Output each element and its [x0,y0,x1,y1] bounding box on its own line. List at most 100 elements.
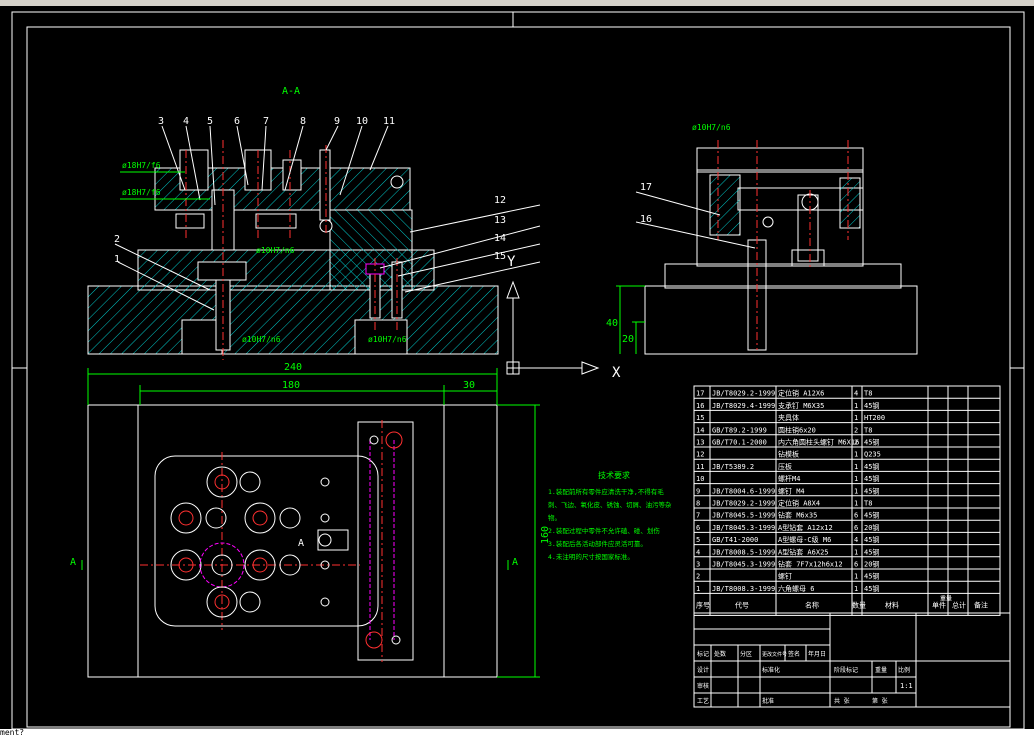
bom-cell: 螺杆M4 [778,474,800,483]
part-label-16: 16 [640,214,652,225]
bom-cell: HT200 [864,414,885,422]
title-label-std: 标准化 [762,666,780,674]
view-mark-a-center: A [298,538,304,549]
part-label-1: 1 [114,254,120,265]
title-bar [0,0,1034,6]
bom-cell: JB/T8045.5-1999 [712,512,775,520]
bom-cell: 1 [854,451,858,459]
bom-cell: T8 [864,500,872,508]
bom-cell: 11 [696,463,704,471]
bom-cell: 20钢 [864,560,879,569]
bom-cell: JB/T8029.2-1999 [712,500,775,508]
bom-header-cell: 代号 [735,600,749,609]
bom-cell: T8 [864,390,872,398]
bom-cell: 8 [696,500,700,508]
cad-drawing-canvas[interactable]: A-A [0,6,1034,729]
title-label-design: 设计 [697,666,709,674]
bom-cell: 钻模板 [778,450,799,459]
bom-cell: 3 [696,561,700,569]
title-label-mark: 标记 [697,650,709,658]
bom-cell: 压板 [778,462,792,471]
bom-cell: 定位销 A12X6 [778,389,824,398]
fit-annotation-4: ø10H7/n6 [242,335,281,344]
part-label-17: 17 [640,182,652,193]
command-line[interactable]: ment? [0,729,1034,737]
bom-cell: 螺钉 [778,572,792,581]
base-plate [87,285,499,355]
part-label-14: 14 [494,233,506,244]
part-label-6: 6 [234,116,240,127]
fit-annotation-3: ø10H7/n6 [256,246,295,255]
title-label-zone: 分区 [740,650,752,658]
leaders [114,125,541,311]
bom-cell: 45钢 [864,474,879,483]
title-label-process: 工艺 [697,697,709,705]
bom-cell: 16 [696,402,704,410]
bom-cell: GB/T89.2-1999 [712,426,767,434]
bom-cell: 1 [696,585,700,593]
bom-cell: 45钢 [864,535,879,544]
bom-cell: 1 [854,402,858,410]
bom-cell: JB/T8008.3-1999 [712,585,775,593]
bom-cell: 45钢 [864,438,879,447]
bom-header-cell: 单件 [932,600,946,609]
title-label-sign: 签名 [788,650,800,658]
bom-cell: 1 [854,585,858,593]
bom-cell: JB/T8029.4-1999 [712,402,775,410]
title-label-sheet: 第 张 [872,697,888,705]
side-screw [797,194,819,262]
bom-cell: 1 [854,414,858,422]
bom-cell: 9 [696,487,700,495]
tech-note-line-1: 1.装配前所有零件应清洗干净,不得有毛 [548,487,664,496]
bom-cell: JB/T8004.6-1999 [712,487,775,495]
tech-note-line-6: 4.未注明的尺寸按国家标准。 [548,552,634,561]
bom-cell: 1 [854,500,858,508]
bom-cell: 螺钉 M4 [778,486,805,495]
bom-cell: 13 [696,439,704,447]
bom-cell: A型钻套 A12x12 [778,523,833,532]
bom-cell: JB/T5389.2 [712,463,754,471]
side-nut [791,249,825,267]
bom-cell: 5 [696,536,700,544]
bom-cell: 45钢 [864,401,879,410]
bom-header-cell: 数量 [852,600,866,609]
tech-note-line-3: 物。 [548,513,561,522]
side-body [696,169,864,267]
dim-30: 30 [463,380,475,391]
part-label-4: 4 [183,116,189,127]
dim-180: 180 [282,380,300,391]
bom-cell: 1 [854,475,858,483]
bom-cell: 1 [854,463,858,471]
tech-notes: 技术要求 1.装配前所有零件应清洗干净,不得有毛 刺、飞边、氧化皮、锈蚀、切屑、… [548,470,672,561]
title-label-weight: 重量 [875,666,887,674]
part-label-13: 13 [494,215,506,226]
support-nut [197,261,247,281]
bom-cell: 1 [854,487,858,495]
plan-outer [87,404,498,678]
bom-cell: Q235 [864,451,881,459]
bom-cell: 45钢 [864,572,879,581]
bom-cell: 钻套 M6x35 [778,511,817,520]
fit-annotation-2: ø18H7/f6 [122,188,161,197]
bom-cell: JB/T8045.3-1999 [712,524,775,532]
plan-base-inner [137,404,445,678]
bom-header-cell: 总计 [952,600,966,609]
bom-cell: 45钢 [864,584,879,593]
side-hatch-left [709,174,741,236]
bom-cell: A型螺母-C级 M6 [778,535,831,544]
title-block [693,612,1011,708]
side-base [644,285,918,355]
base-slot-right [354,319,408,355]
title-scale-value: 1:1 [900,682,913,690]
fit-annotation-1: ø18H7/f6 [122,161,161,170]
bom-cell: 15 [696,414,704,422]
clamp-bolt [319,149,331,221]
part-label-11: 11 [383,116,395,127]
sheet-outer-frame [11,11,1025,729]
dim-240: 240 [284,362,302,373]
bom-cell: 45钢 [864,486,879,495]
title-label-approve: 批准 [762,697,774,705]
bom-cell: T8 [864,426,872,434]
tech-note-line-5: 3.装配后各活动部件应灵活可靠。 [548,539,647,548]
